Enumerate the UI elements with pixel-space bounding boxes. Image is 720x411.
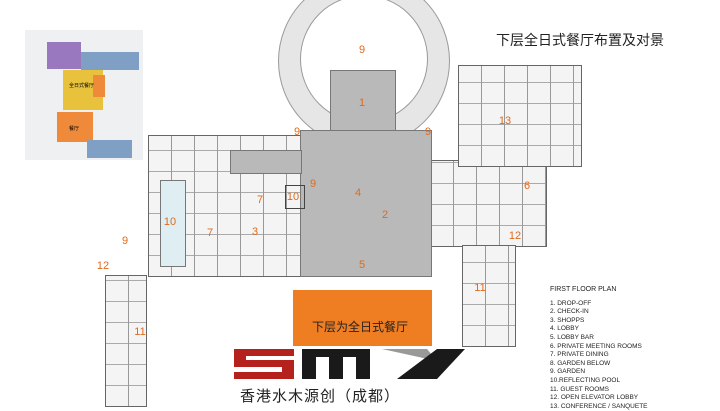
label-pool: 10 <box>163 216 177 228</box>
smy-logo-mark <box>234 349 465 379</box>
company-name: 香港水木源创（成都） <box>240 388 401 405</box>
legend: FIRST FLOOR PLAN 1. DROP-OFF 2. CHECK-IN… <box>550 286 648 411</box>
legend-item: 7. PRIVATE DINING <box>550 351 609 359</box>
label-conference: 13 <box>498 115 512 127</box>
label-rooms-l: 11 <box>134 326 146 338</box>
legend-item: 8. GARDEN BELOW <box>550 359 611 367</box>
thumb-label-restaurant: 餐厅 <box>69 126 80 132</box>
label-check-in: 2 <box>381 209 389 221</box>
label-shops: 3 <box>251 226 259 238</box>
label-lobby: 4 <box>354 187 362 199</box>
label-garden-c: 9 <box>309 178 317 190</box>
legend-item: 11. GUEST ROOMS <box>550 385 609 393</box>
legend-item: 10.REFLECTING POOL <box>550 376 621 384</box>
legend-item: 6. PRIVATE MEETING ROOMS <box>550 342 642 350</box>
legend-item: 4. LOBBY <box>550 325 579 333</box>
legend-item: 12. OPEN ELEVATOR LOBBY <box>550 394 639 402</box>
label-elev-l: 12 <box>96 260 110 272</box>
callout-box <box>293 290 432 346</box>
site-thumbnail: 全日式餐厅 餐厅 <box>25 30 143 160</box>
legend-item: 5. LOBBY BAR <box>550 333 594 341</box>
thumb-label-dining: 全日式餐厅 <box>69 83 95 89</box>
legend-item: 9. GARDEN <box>550 368 586 376</box>
label-meeting: 6 <box>523 180 531 192</box>
label-drop-off: 1 <box>358 97 366 109</box>
legend-item: 2. CHECK-IN <box>550 308 589 316</box>
label-garden-w: 9 <box>121 235 129 247</box>
label-dining-b: 7 <box>206 227 214 239</box>
label-garden-l: 9 <box>293 126 301 138</box>
label-garden-top: 9 <box>358 44 366 56</box>
legend-item: 3. SHOPPS <box>550 316 585 324</box>
label-rooms-r: 11 <box>474 282 486 294</box>
label-elev-r: 12 <box>508 230 522 242</box>
page-title: 下层全日式餐厅布置及对景 <box>496 32 664 48</box>
logo <box>232 345 472 381</box>
label-dining-a: 7 <box>256 194 264 206</box>
callout-text: 下层为全日式餐厅 <box>312 320 409 334</box>
legend-item: 1. DROP-OFF <box>550 299 592 307</box>
label-pool-2: 10 <box>286 191 300 203</box>
legend-title: FIRST FLOOR PLAN <box>550 286 617 293</box>
label-garden-r: 9 <box>424 126 432 138</box>
legend-item: 13. CONFERENCE / SANQUETE <box>550 402 648 410</box>
label-lobby-bar: 5 <box>358 259 366 271</box>
